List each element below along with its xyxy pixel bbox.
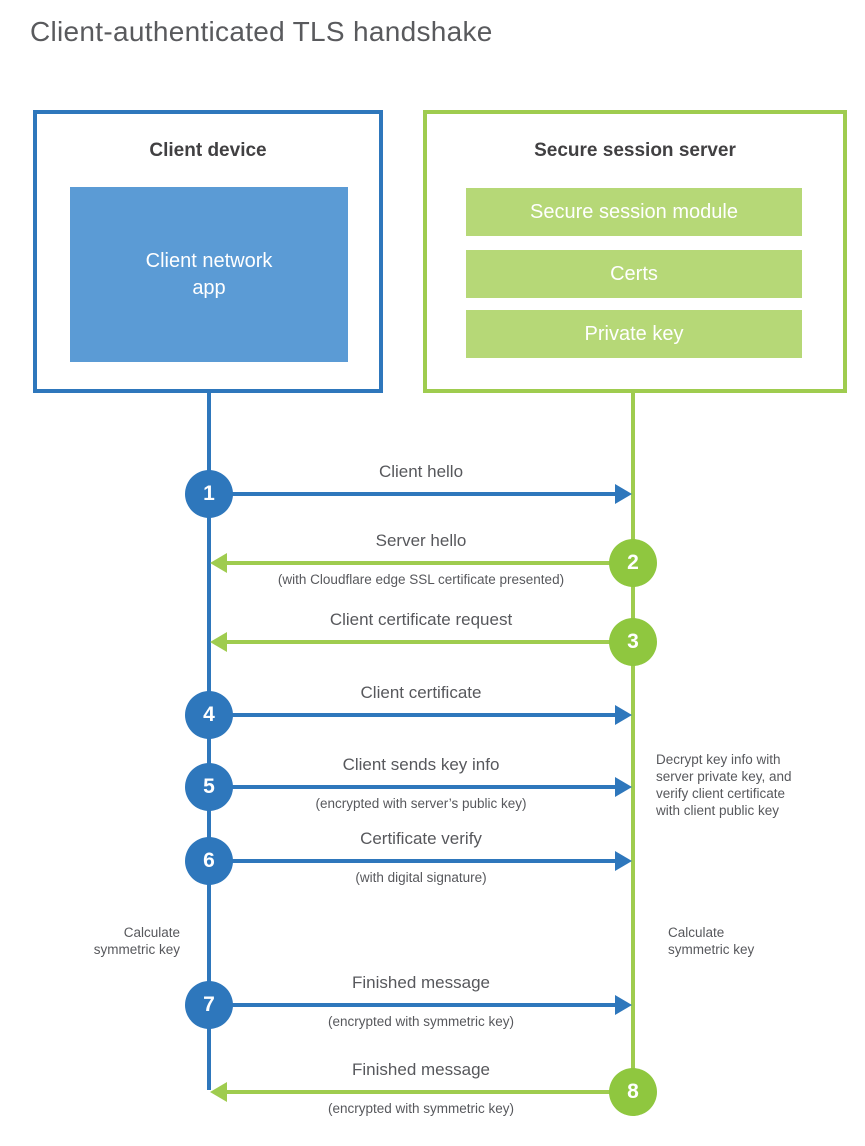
arrow-line <box>209 492 616 496</box>
secure-session-server-title: Secure session server <box>534 140 736 161</box>
step-label: Server hello <box>375 531 467 550</box>
client-device-box: Client device Client network app <box>33 110 383 393</box>
step-label: Finished message <box>352 973 490 992</box>
arrow-head-icon <box>210 553 227 573</box>
arrow-head-icon <box>210 1082 227 1102</box>
arrow-line <box>209 859 616 863</box>
step-label: Certificate verify <box>360 829 482 848</box>
step-number-badge: 6 <box>185 837 233 885</box>
step-sublabel: (with Cloudflare edge SSL certificate pr… <box>277 572 565 587</box>
arrow-line <box>209 785 616 789</box>
arrow-line <box>226 561 633 565</box>
calculate-symmetric-key-server-note: Calculate symmetric key <box>668 925 755 957</box>
step-number-badge: 2 <box>609 539 657 587</box>
arrow-head-icon <box>615 851 632 871</box>
page-title: Client-authenticated TLS handshake <box>30 16 493 47</box>
client-network-app-box: Client network app <box>70 187 348 362</box>
server-module-bar: Secure session module <box>466 188 802 236</box>
step-label: Finished message <box>352 1060 490 1079</box>
arrow-head-icon <box>615 484 632 504</box>
arrow-head-icon <box>615 995 632 1015</box>
arrow-line <box>226 1090 633 1094</box>
server-module-bar: Private key <box>466 310 802 358</box>
step-sublabel: (encrypted with symmetric key) <box>327 1014 515 1029</box>
step-label: Client certificate <box>360 683 482 702</box>
step-sublabel: (with digital signature) <box>355 870 487 885</box>
arrow-line <box>209 1003 616 1007</box>
step-number-badge: 1 <box>185 470 233 518</box>
client-device-title: Client device <box>149 140 267 161</box>
calculate-symmetric-key-client-note: Calculate symmetric key <box>93 925 180 957</box>
arrow-line <box>226 640 633 644</box>
server-module-bar: Certs <box>466 250 802 298</box>
step-number-badge: 5 <box>185 763 233 811</box>
secure-session-server-box: Secure session server Secure session mod… <box>423 110 847 393</box>
step-sublabel: (encrypted with symmetric key) <box>327 1101 515 1116</box>
step-number-badge: 3 <box>609 618 657 666</box>
arrow-head-icon <box>615 705 632 725</box>
step-label: Client hello <box>378 462 464 481</box>
step-number-badge: 4 <box>185 691 233 739</box>
arrow-line <box>209 713 616 717</box>
arrow-head-icon <box>210 632 227 652</box>
step-label: Client certificate request <box>329 610 513 629</box>
decrypt-note: Decrypt key info with server private key… <box>656 752 792 818</box>
step-number-badge: 7 <box>185 981 233 1029</box>
server-lifeline <box>631 393 635 1093</box>
step-label: Client sends key info <box>342 755 500 774</box>
arrow-head-icon <box>615 777 632 797</box>
step-number-badge: 8 <box>609 1068 657 1116</box>
client-lifeline <box>207 393 211 1090</box>
step-sublabel: (encrypted with server’s public key) <box>315 796 527 811</box>
